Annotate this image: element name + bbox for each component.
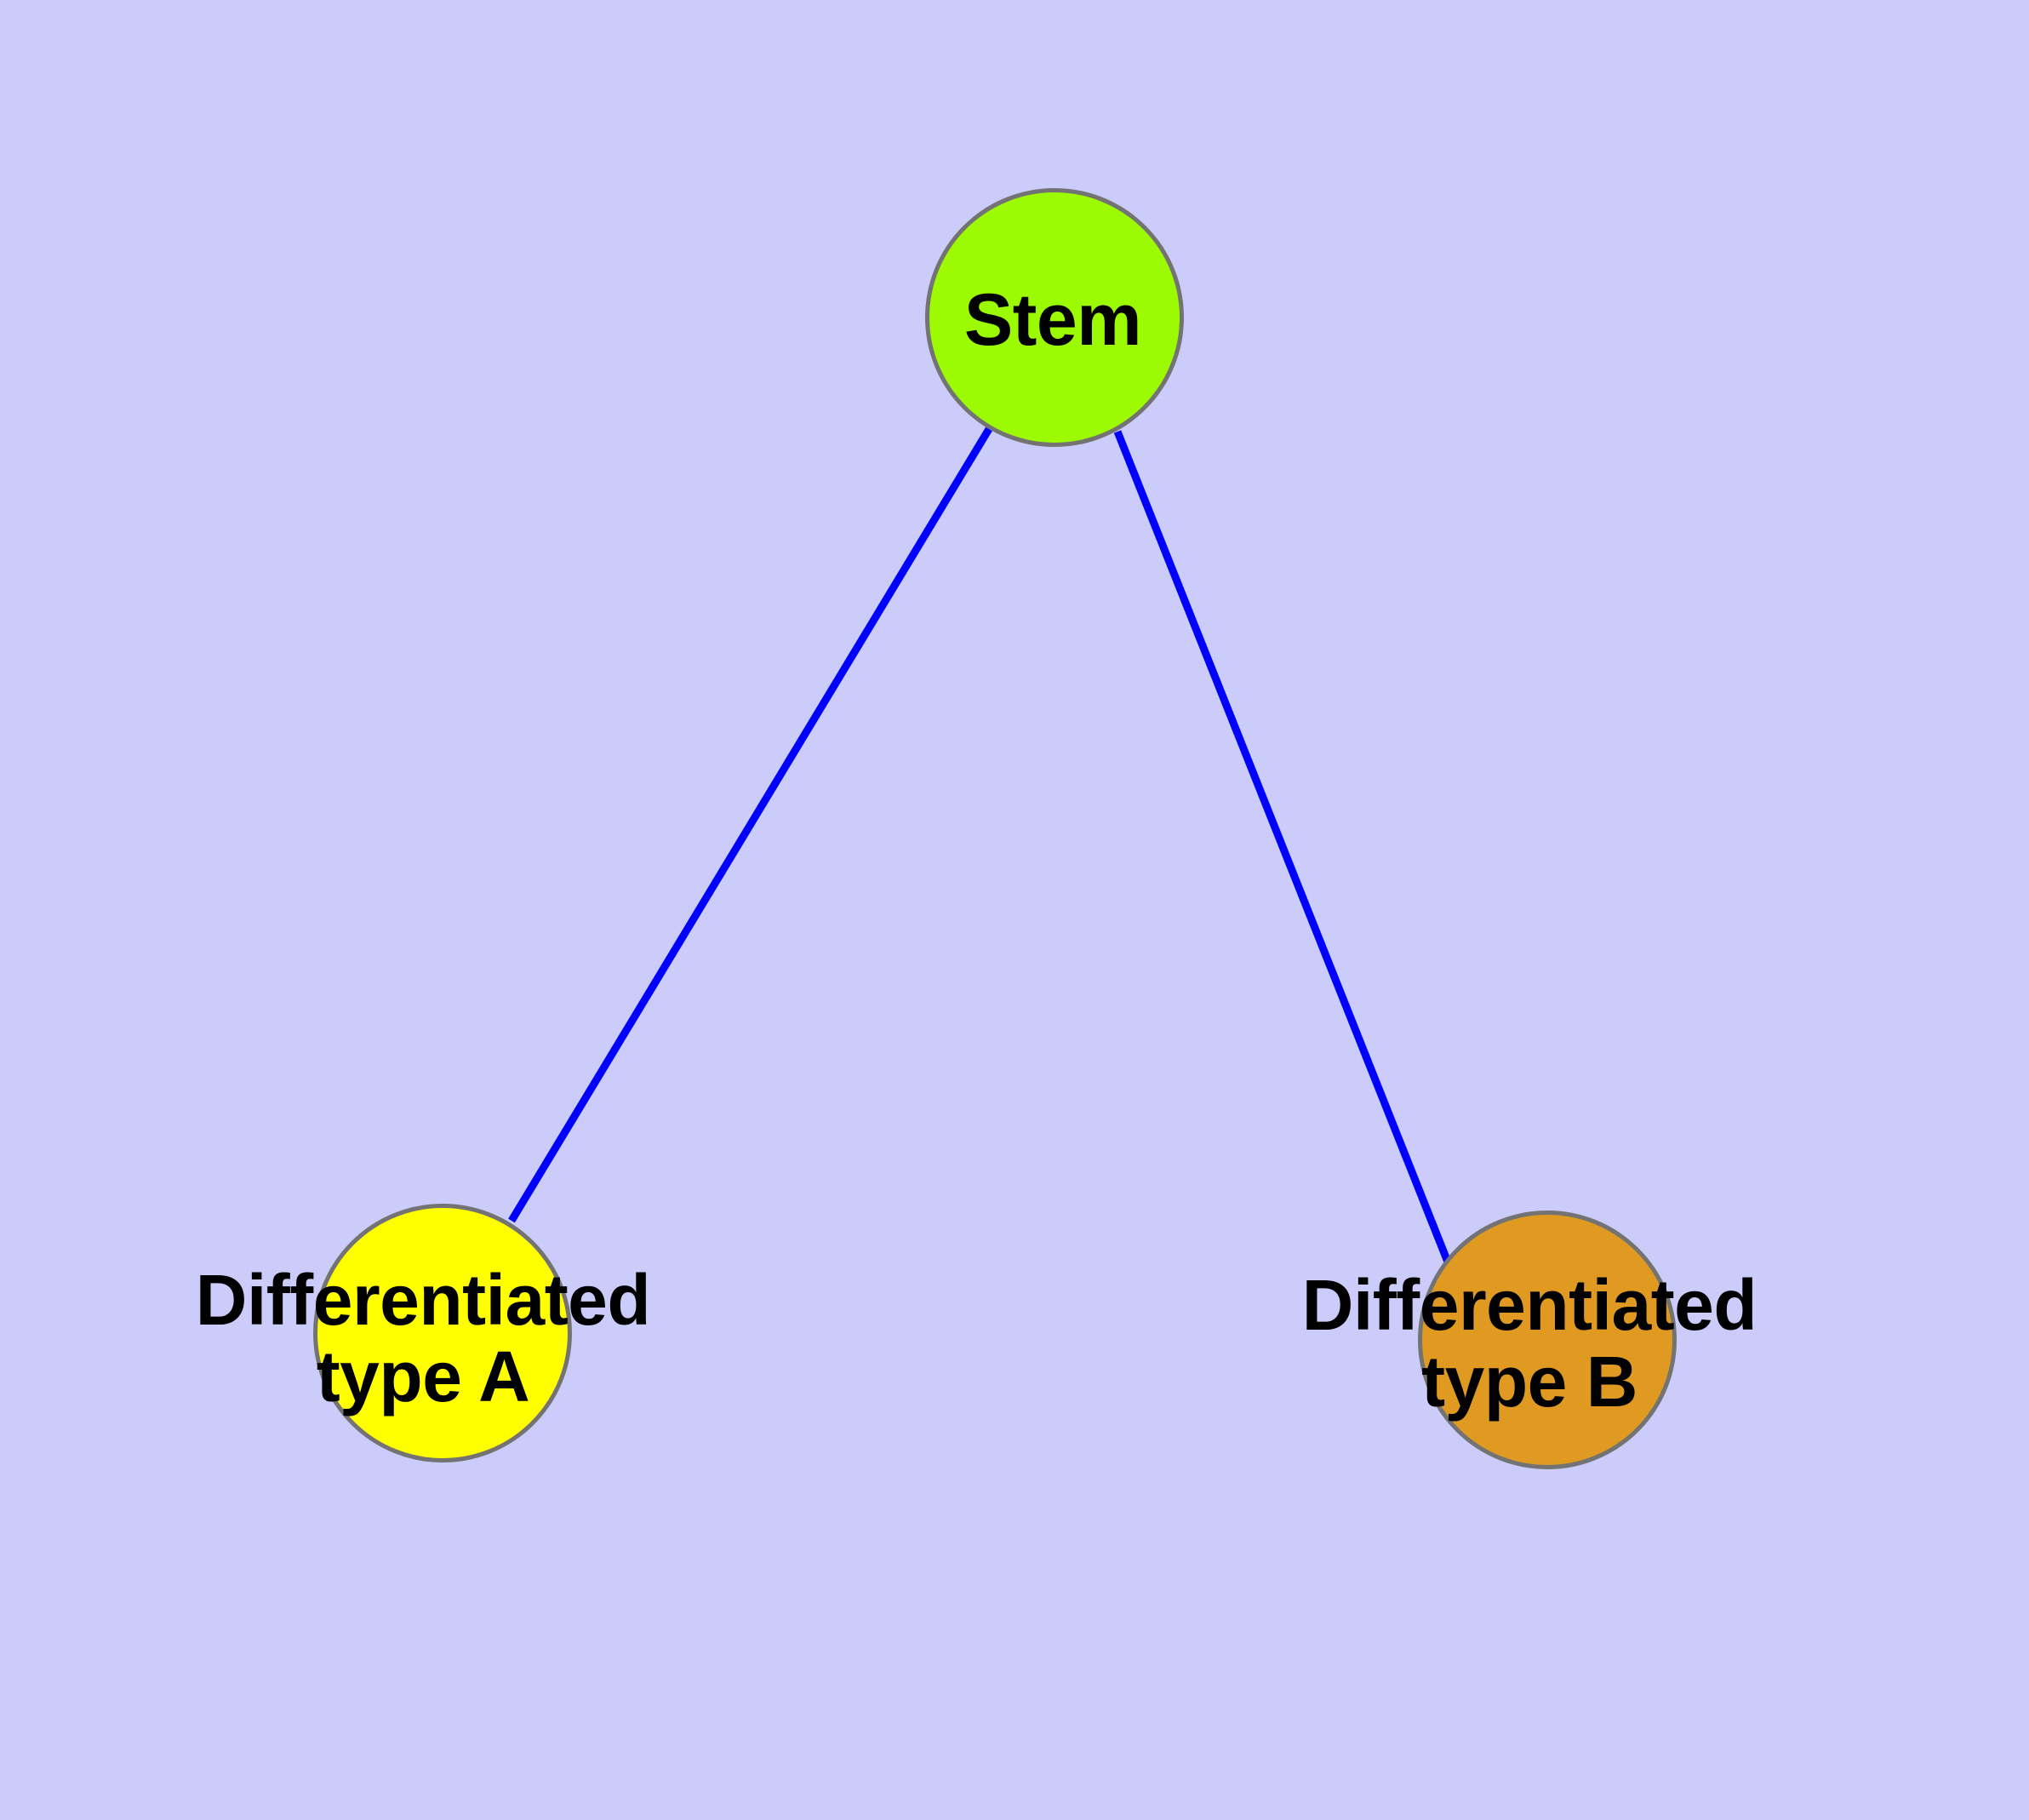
edge-stem-to-diff-b: [1113, 430, 1495, 1371]
node-differentiated-type-a[interactable]: [313, 1204, 572, 1462]
edge-stem-to-diff-a: [508, 426, 992, 1223]
node-label-stem: Stem: [963, 278, 1142, 361]
node-label-differentiated-type-a: Differentiated type A: [195, 1259, 651, 1417]
node-stem[interactable]: [925, 188, 1184, 447]
node-differentiated-type-b[interactable]: [1418, 1210, 1677, 1469]
node-label-differentiated-type-b: Differentiated type B: [1301, 1264, 1758, 1422]
